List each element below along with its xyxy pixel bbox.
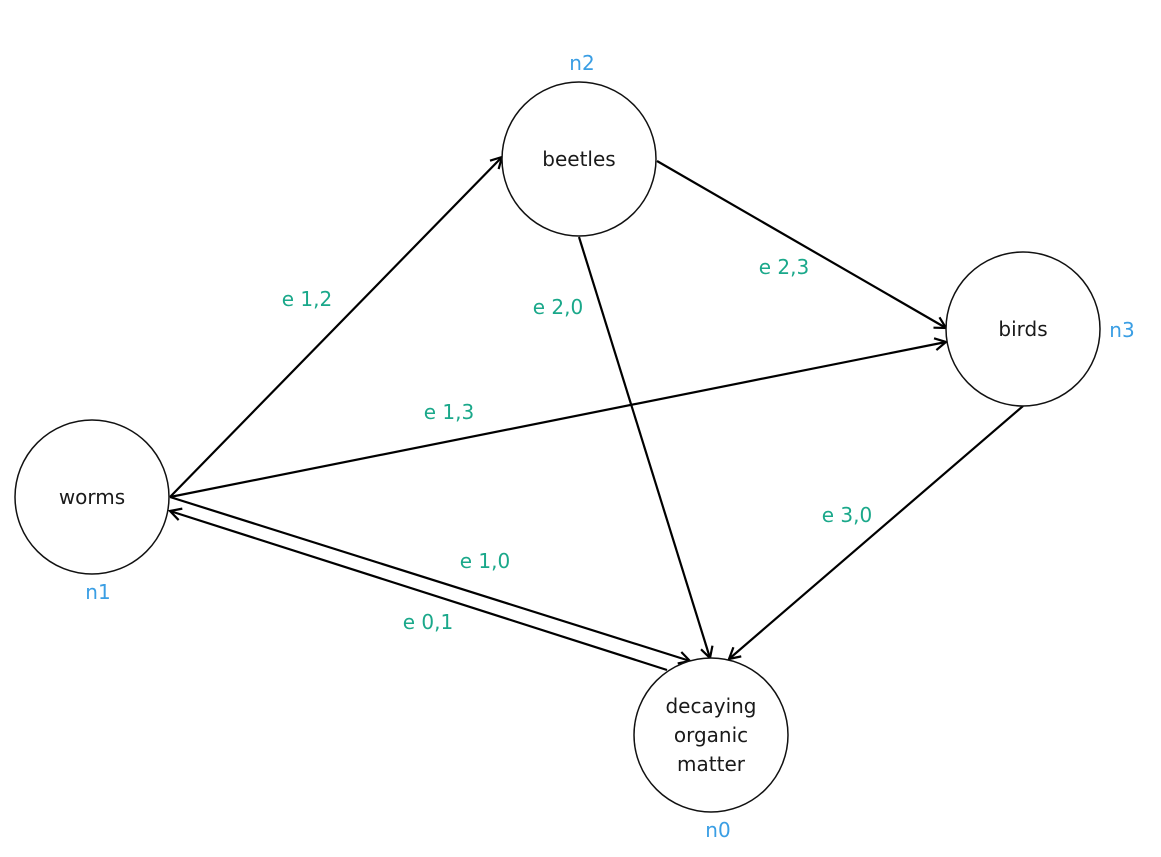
node-label-n3-line-0: birds (998, 317, 1047, 341)
node-decaying-organic-matter: decaying organic matter n0 (633, 657, 789, 842)
node-label-n2-line-0: beetles (542, 147, 615, 171)
node-circle-n2 (501, 81, 657, 237)
node-label-n0-line-0: decaying (665, 694, 756, 718)
edge-label-e-1-2: e 1,2 (282, 287, 332, 311)
labels-layer: e 1,2 e 2,3 e 2,0 e 1,3 e 3,0 e 1,0 e 0,1 (282, 255, 872, 634)
node-label-n0-line-2: matter (677, 752, 746, 776)
node-circle-n3 (945, 251, 1101, 407)
edge-arrow-e-1-0 (169, 495, 690, 661)
node-birds: birds n3 (945, 251, 1135, 407)
edge-arrow-e-2-3 (656, 160, 946, 328)
node-label-n0-line-1: organic (674, 723, 748, 747)
node-id-n3: n3 (1109, 318, 1134, 342)
node-worms: worms n1 (14, 419, 170, 604)
node-id-n1: n1 (85, 580, 110, 604)
node-beetles: beetles n2 (501, 51, 657, 237)
edge-label-e-2-3: e 2,3 (759, 255, 809, 279)
node-id-n2: n2 (569, 51, 594, 75)
edge-label-e-1-0: e 1,0 (460, 549, 510, 573)
node-circle-n1 (14, 419, 170, 575)
edge-arrow-e-0-1 (170, 511, 668, 672)
nodes-layer: decayingorganicmattern0wormsn1beetlesn2b… (14, 51, 1135, 842)
edge-arrow-e-1-2 (169, 157, 502, 498)
edge-arrow-e-3-0 (729, 405, 1024, 659)
edge-arrow-e-2-0 (577, 236, 710, 658)
edges-layer (169, 157, 1024, 672)
edge-label-e-3-0: e 3,0 (822, 503, 872, 527)
edge-label-e-0-1: e 0,1 (403, 610, 453, 634)
edge-arrow-e-1-3 (169, 342, 946, 499)
edge-label-e-2-0: e 2,0 (533, 295, 583, 319)
node-id-n0: n0 (705, 818, 730, 842)
node-circle-n0 (633, 657, 789, 813)
node-label-n1-line-0: worms (59, 485, 125, 509)
edge-label-e-1-3: e 1,3 (424, 400, 474, 424)
